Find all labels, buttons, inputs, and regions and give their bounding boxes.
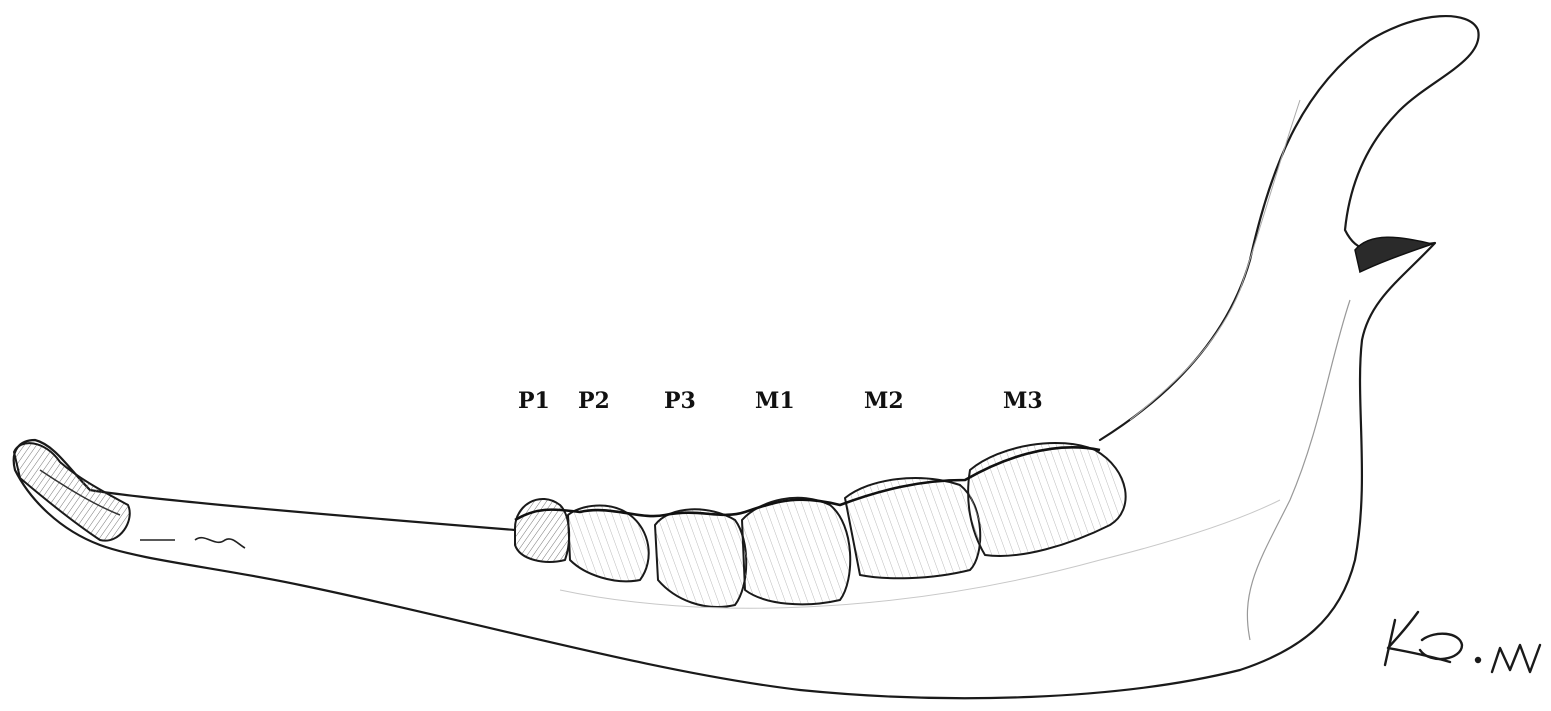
ramus-inner-line (1247, 300, 1350, 640)
tooth-m3 (968, 443, 1126, 556)
tooth-row (515, 443, 1126, 607)
coronoid-inner-line (1130, 100, 1300, 420)
tooth-label-p2: P2 (578, 388, 610, 414)
tooth-label-m1: M1 (755, 388, 795, 414)
tooth-label-m3: M3 (1003, 388, 1043, 414)
tooth-p3 (655, 509, 746, 607)
tooth-p2 (568, 506, 649, 582)
tooth-label-m2: M2 (864, 388, 904, 414)
tooth-m1 (742, 498, 850, 605)
condyle-notch (1355, 237, 1432, 272)
tooth-label-p3: P3 (664, 388, 696, 414)
artist-signature (1385, 612, 1540, 672)
foramen-mark (140, 538, 245, 548)
tooth-p1 (515, 499, 569, 562)
incisor (14, 443, 130, 541)
tooth-label-p1: P1 (518, 388, 550, 414)
tooth-m2 (845, 478, 980, 578)
mandible-outline (14, 16, 1479, 698)
